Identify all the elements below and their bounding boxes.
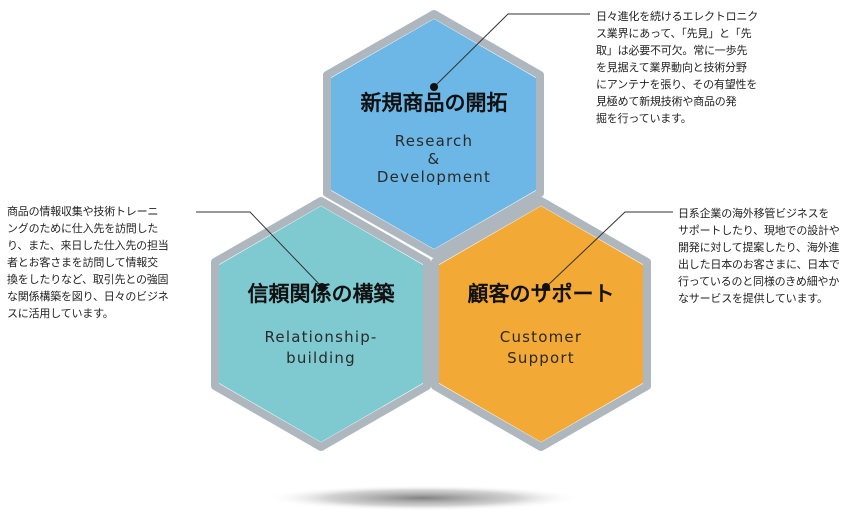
callout-text-relationship-building: 商品の情報収集や技術トレーニ ングのために仕入先を訪問した り、また、来日した仕…: [7, 205, 169, 320]
hexagon-rel-fill: [219, 206, 423, 442]
hexagon-rd-fill: [331, 19, 536, 249]
callout-text-research-development: 日々進化を続けるエレクトロニク ス業界にあって、「先見」と「先 取」は必要不可欠…: [596, 10, 758, 125]
hexagon-cs-fill: [439, 206, 643, 442]
hexagon-research-development: 新規商品の開拓 Research & Development: [323, 10, 544, 258]
floor-shadow: [265, 485, 581, 511]
hexagon-cs-subtitle-line-1: Customer: [500, 328, 582, 346]
leader-line-cs: [542, 211, 673, 291]
hexagon-relationship-building: 信頼関係の構築 Relationship- building: [211, 197, 431, 451]
hexagon-rd-subtitle-line-1: Research: [395, 132, 473, 150]
leader-dot-cs: [542, 283, 550, 291]
hexagon-cs-subtitle-line-2: Support: [507, 349, 575, 367]
hexagon-rd-title: 新規商品の開拓: [361, 91, 508, 115]
leader-line-rd: [430, 13, 590, 91]
hexagon-rel-subtitle-line-1: Relationship-: [264, 328, 377, 346]
leader-dot-rd: [430, 83, 438, 91]
hexagon-customer-support: 顧客のサポート Customer Support: [431, 197, 651, 451]
leader-dot-rel: [318, 283, 326, 291]
leader-line-rel: [196, 211, 326, 291]
hexagon-cs-title: 顧客のサポート: [468, 282, 615, 306]
callout-text-customer-support: 日系企業の海外移管ビジネスを サポートしたり、現地での設計や 開発に対して提案し…: [678, 207, 840, 305]
hexagon-rd-subtitle-line-2: &: [428, 150, 441, 168]
hexagon-rd-subtitle-line-3: Development: [377, 168, 491, 186]
hexagon-rel-subtitle-line-2: building: [286, 349, 356, 367]
